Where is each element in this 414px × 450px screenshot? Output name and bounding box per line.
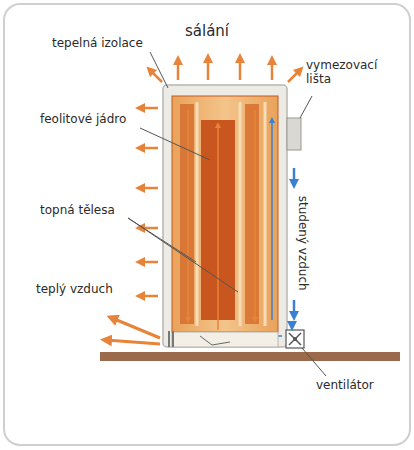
heating-elements-label: topná tělesa (40, 203, 115, 217)
warm-air-label: teplý vzduch (36, 282, 113, 296)
insulation-label: tepelná izolace (52, 36, 143, 50)
spacer-strip-label: vymezovací lišta (306, 58, 394, 87)
cold-air-label: studený vzduch (295, 194, 309, 293)
radiation-label: sálání (185, 22, 229, 40)
fan-label: ventilátor (316, 378, 374, 392)
core-label: feolitové jádro (40, 112, 126, 126)
